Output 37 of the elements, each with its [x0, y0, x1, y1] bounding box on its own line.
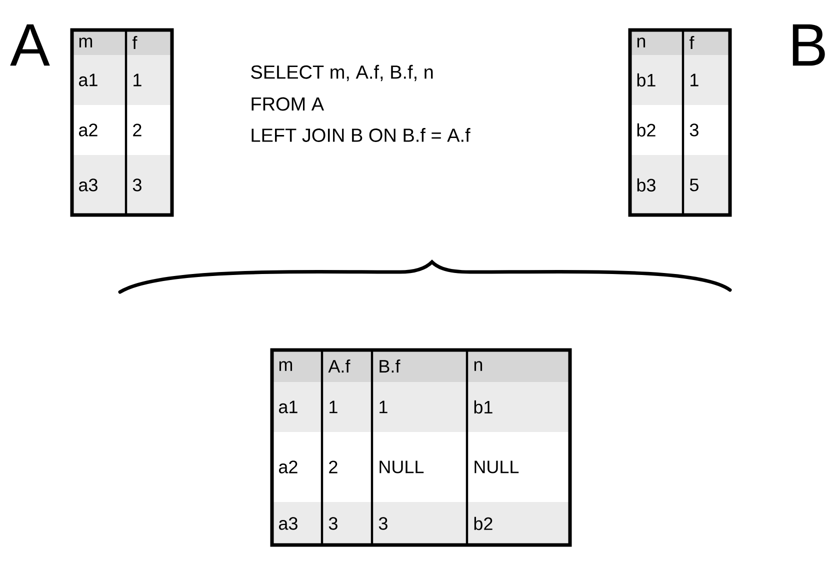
table-cell-text: b3: [637, 178, 656, 192]
table-cell-text: 3: [690, 124, 698, 136]
table-cell-text: 3: [328, 517, 338, 530]
table-cell-text: 2: [329, 460, 338, 474]
table-cell-text: 1: [380, 400, 388, 414]
table-cell-text: a2: [278, 460, 298, 474]
table-cell-text: a2: [78, 124, 98, 136]
table-cell-text: n: [637, 38, 646, 48]
table-cell-text: f: [689, 36, 694, 49]
table-cell-text: B.f: [380, 359, 400, 372]
table-cell-text: a1: [278, 400, 298, 414]
table-cell-text: b1: [637, 73, 656, 87]
table-cell-text: b2: [637, 123, 656, 137]
table-cell-text: 3: [378, 517, 388, 530]
table-cell-text: m: [279, 361, 292, 371]
table-cell-text: a3: [278, 517, 298, 530]
table-cell-text: a1: [78, 74, 98, 86]
sql-line: SELECT m, A.f, B.f, n: [251, 64, 433, 82]
sql-line: FROM A: [252, 97, 324, 111]
table-cell-text: 1: [134, 74, 142, 86]
table-cell-text: 5: [690, 178, 698, 192]
table-letter: A: [10, 24, 50, 66]
table-cell-text: n: [474, 361, 482, 371]
table-cell-text: NULL: [474, 460, 519, 474]
table-letter: B: [792, 24, 825, 66]
table-cell-text: f: [132, 36, 138, 49]
table-cell-text: b1: [474, 400, 492, 414]
table-cell-text: a3: [78, 178, 98, 192]
table-cell-text: NULL: [380, 460, 424, 474]
table-cell-text: 2: [133, 124, 142, 136]
table-cell-text: 1: [690, 74, 698, 86]
table-cell-text: b2: [474, 516, 492, 530]
table-cell-text: A.f: [328, 359, 350, 372]
sql-line: LEFT JOIN B ON B.f = A.f: [252, 128, 470, 142]
table-cell-text: 3: [132, 178, 142, 192]
table-cell-text: 1: [330, 400, 338, 414]
table-cell-text: m: [79, 38, 92, 48]
